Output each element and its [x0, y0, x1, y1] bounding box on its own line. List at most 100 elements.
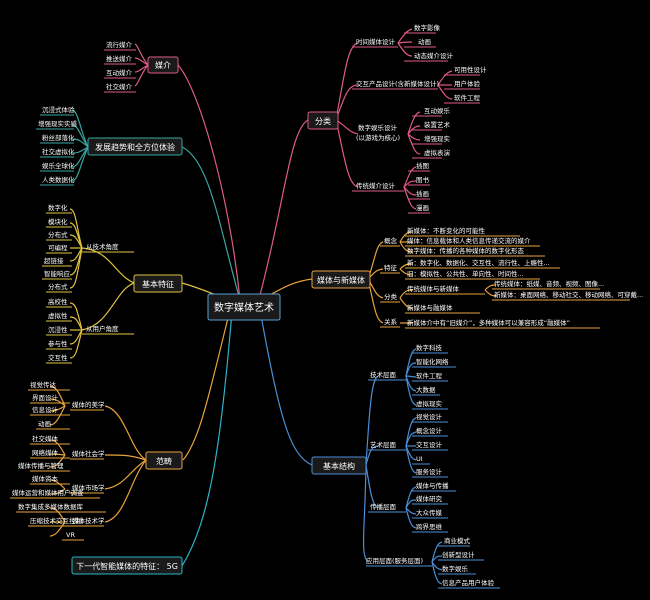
- fenlei-group-label: 时间媒体设计: [356, 37, 396, 46]
- fanchou-item: 压缩技术交互控制: [30, 516, 83, 525]
- fanchou-item: 动画: [38, 420, 51, 428]
- tezheng-user-item: 虚拟性: [48, 311, 68, 320]
- fanchou-item: 视觉传达: [30, 380, 57, 389]
- fazhan-item: 增强现实实感: [38, 119, 78, 128]
- xinmeiti-relation-text: 新媒体介中有“旧媒介”，多种媒体可以兼容形成“融媒体”: [407, 318, 570, 327]
- branch-meijie[interactable]: 媒介: [147, 56, 179, 74]
- xinmeiti-features-label: 特征: [384, 263, 398, 272]
- tezheng-tech-item: 数字化: [48, 203, 68, 212]
- jiegou-item: 交互设计: [416, 440, 443, 449]
- fenlei-item: 装置艺术: [424, 120, 451, 129]
- jiegou-item: 媒体研究: [416, 494, 443, 503]
- xinmeiti-classify-side: 传统媒体：纸媒、音频、视频、图像...: [494, 279, 604, 288]
- branch-jiegou[interactable]: 基本结构: [311, 456, 367, 475]
- fenlei-item: 虚拟表演: [424, 148, 451, 157]
- jiegou-item: 大众传媒: [416, 508, 443, 517]
- tezheng-tech-item: 模块化: [48, 217, 68, 226]
- fanchou-item: 媒体资本: [32, 474, 59, 483]
- tezheng-user-item: 交互性: [48, 353, 68, 362]
- tezheng-tech-item: 分布式: [48, 282, 68, 291]
- jiegou-item: 服务设计: [416, 467, 443, 476]
- branch-jiegou-label: 基本结构: [323, 461, 355, 471]
- xinmeiti-concept-label: 概念: [384, 236, 398, 245]
- jiegou-group-label: 传播层面: [370, 502, 397, 511]
- jiegou-item: 大数据: [416, 385, 436, 394]
- jiegou-group-label: 技术层面: [370, 370, 397, 379]
- fenlei-item: 软件工程: [454, 93, 481, 102]
- meijie-item: 社交媒介: [106, 82, 133, 91]
- fanchou-item: 信息设计: [32, 405, 59, 414]
- fanchou-item: 媒体传播与管理: [18, 461, 64, 470]
- fenlei-item: 用户体验: [454, 79, 481, 88]
- jiegou-item: UI: [416, 455, 423, 463]
- jiegou-item: 概念设计: [416, 426, 443, 435]
- fenlei-item: 互动娱乐: [424, 106, 451, 115]
- fenlei-group-label: 传统媒介设计: [356, 181, 396, 190]
- jiegou-item: 创新型设计: [442, 550, 475, 559]
- xinmeiti-concept-item: 新媒体：不断变化的可能性: [407, 226, 486, 235]
- fenlei-group-label2: (以游戏为核心): [356, 133, 400, 142]
- center-label: 数字媒体艺术: [214, 301, 274, 314]
- fazhan-item: 社交虚拟化: [42, 147, 75, 156]
- xinmeiti-classify-side: 新媒体：桌面网络、移动社交、移动网络、可穿戴...: [494, 290, 643, 299]
- branch-tezheng-label: 基本特征: [142, 279, 174, 289]
- fenlei-item: 动态媒介设计: [414, 51, 454, 60]
- branch-fazhan[interactable]: 发展趋势和全方位体验: [87, 137, 183, 156]
- fanchou-item: 网络媒体: [32, 448, 59, 457]
- fanchou-group-label: 媒体的美学: [72, 400, 105, 409]
- fenlei-item: 可用性设计: [454, 65, 487, 74]
- jiegou-item: 智能化网络: [416, 357, 449, 366]
- tezheng-user-item: 高校性: [48, 297, 68, 306]
- fanchou-item: 数字集成多媒体数据库: [18, 502, 84, 511]
- meijie-item: 推送媒介: [106, 54, 133, 63]
- branch-fanchou[interactable]: 范畴: [145, 451, 183, 470]
- branch-fenlei[interactable]: 分类: [307, 111, 339, 130]
- jiegou-item: 跨界思维: [416, 522, 443, 531]
- jiegou-item: 商业模式: [444, 536, 471, 545]
- fenlei-group-label: 数字娱乐设计: [358, 123, 398, 132]
- branch-fazhan-label: 发展趋势和全方位体验: [95, 142, 175, 152]
- fazhan-item: 粉丝部落化: [42, 133, 75, 142]
- jiegou-item: 虚拟现实: [416, 399, 443, 408]
- branch-next-gen[interactable]: 下一代智能媒体的特征： 5G: [71, 556, 183, 575]
- xinmeiti-classify-item: 新媒体与融媒体: [407, 303, 453, 312]
- fenlei-item: 漫画: [416, 203, 429, 212]
- jiegou-item: 数字科技: [416, 343, 443, 352]
- meijie-item: 互动媒介: [106, 68, 133, 77]
- branch-tezheng[interactable]: 基本特征: [133, 274, 183, 293]
- tezheng-tech-item: 可编程: [48, 243, 68, 252]
- jiegou-item: 媒体与传播: [416, 481, 449, 490]
- tezheng-tech-item: 分布式: [48, 230, 68, 239]
- fenlei-item: 数字影像: [414, 23, 441, 32]
- fenlei-item: 插画: [416, 189, 429, 198]
- fenlei-group-label: 交互产品设计(含新媒体设计): [356, 79, 439, 88]
- fenlei-item: 增强现实: [424, 134, 451, 143]
- branch-fanchou-label: 范畴: [156, 456, 172, 466]
- tezheng-tech-item: 超链接: [44, 256, 64, 265]
- xinmeiti-relation-label: 关系: [384, 317, 398, 326]
- xinmeiti-feature-item: 旧：模拟性、公共性、单向性、时间性...: [407, 269, 524, 278]
- fanchou-item: VR: [66, 531, 75, 539]
- fenlei-item: 图书: [416, 175, 430, 184]
- fazhan-item: 娱乐全球化: [42, 161, 75, 170]
- tezheng-tech-item: 智能响应: [44, 269, 71, 278]
- branch-meijie-label: 媒介: [155, 61, 171, 70]
- branch-xinmeiti[interactable]: 媒体与新媒体: [311, 270, 371, 289]
- xinmeiti-classify-label: 分类: [384, 292, 398, 301]
- fanchou-group-label: 媒体技术学: [72, 516, 105, 525]
- xinmeiti-feature-item: 新：数字化、数据化、交互性、流行性、上瘾性...: [407, 258, 550, 267]
- jiegou-group-label: 艺术层面: [370, 440, 397, 449]
- fanchou-item: 社交媒体: [32, 434, 59, 443]
- xinmeiti-concept-item: 数字媒体：传播的各种媒体的数字化形态: [407, 246, 525, 255]
- tezheng-user-label: 从用户角度: [86, 324, 119, 333]
- fanchou-item: 媒体运营和媒体用户调查: [12, 488, 84, 497]
- center-node[interactable]: 数字媒体艺术: [207, 293, 281, 321]
- fanchou-group-label: 媒体市场学: [72, 483, 105, 492]
- jiegou-item: 软件工程: [416, 371, 443, 380]
- tezheng-user-item: 沉浸性: [48, 325, 68, 334]
- fanchou-item: 界面设计: [32, 393, 59, 402]
- branch-fenlei-label: 分类: [315, 116, 331, 126]
- fazhan-item: 沉浸式体验: [42, 105, 75, 114]
- fanchou-group-label: 媒体社会学: [72, 449, 105, 458]
- jiegou-item: 视觉设计: [416, 412, 443, 421]
